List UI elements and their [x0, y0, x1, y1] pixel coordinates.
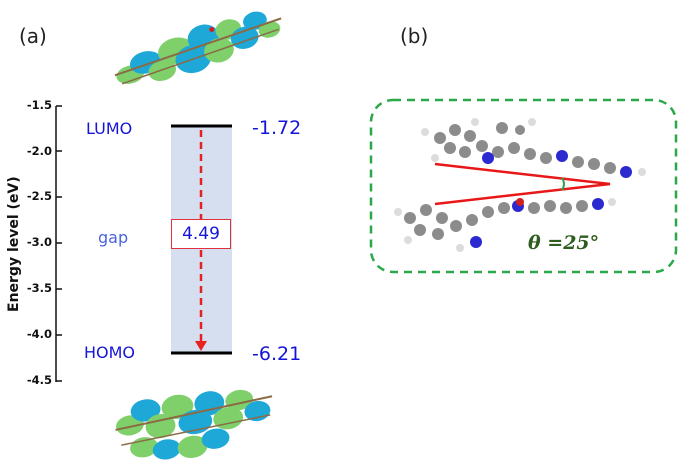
y-tick-label: -2.0 — [26, 144, 52, 158]
homo-energy-value: -6.21 — [252, 343, 302, 365]
y-tick-label: -2.5 — [26, 189, 52, 203]
angle-label: θ =25° — [528, 232, 600, 254]
homo-orbital-image — [115, 389, 273, 460]
y-tick-label: -4.5 — [26, 373, 52, 387]
stacked-dimer-image — [394, 118, 646, 252]
gap-arrow-head — [195, 341, 207, 351]
lumo-energy-value: -1.72 — [252, 117, 302, 139]
panel-a-label: (a) — [19, 24, 47, 48]
gap-value-box: 4.49 — [171, 219, 231, 249]
y-tick-label: -3.0 — [26, 235, 52, 249]
panel-b-label: (b) — [400, 24, 429, 48]
y-tick-label: -3.5 — [26, 281, 52, 295]
y-tick-label: -1.5 — [26, 98, 52, 112]
gap-value: 4.49 — [182, 224, 220, 244]
lumo-label: LUMO — [86, 119, 133, 138]
y-tick-label: -4.0 — [26, 327, 52, 341]
lumo-orbital-image — [114, 11, 282, 85]
gap-label: gap — [98, 228, 129, 247]
homo-label: HOMO — [84, 343, 136, 362]
